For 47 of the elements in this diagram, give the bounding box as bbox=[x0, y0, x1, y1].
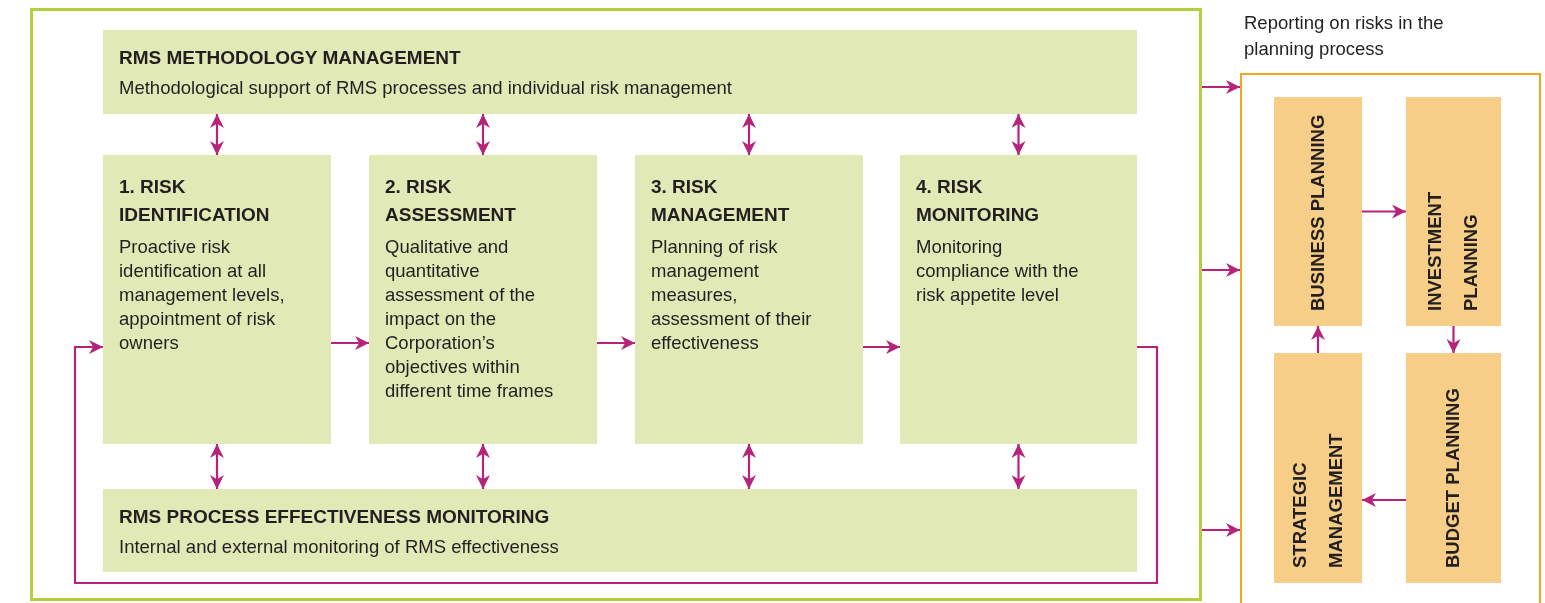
process-box bbox=[900, 155, 1137, 444]
arrow bbox=[1362, 204, 1406, 219]
arrow bbox=[1362, 493, 1406, 507]
step-title: 1. RISK IDENTIFICATION bbox=[119, 175, 271, 227]
step-description: Proactive risk identification at all management levels, appointment of risk owners bbox=[119, 235, 286, 355]
band-title: RMS PROCESS EFFECTIVENESS MONITORING bbox=[119, 504, 551, 529]
arrow bbox=[331, 336, 369, 350]
process-box bbox=[635, 155, 863, 444]
band-description: Methodological support of RMS processes and individual risk management bbox=[119, 76, 733, 100]
arrow bbox=[1202, 80, 1240, 94]
box-label: BUDGET PLANNING bbox=[1441, 386, 1464, 568]
arrow bbox=[1011, 444, 1026, 489]
arrow bbox=[863, 340, 900, 354]
process-box bbox=[369, 155, 597, 444]
step-title: 2. RISK ASSESSMENT bbox=[385, 175, 517, 227]
box-label: INVESTMENT PLANNING bbox=[1423, 190, 1482, 311]
arrow bbox=[742, 444, 756, 489]
planning-box bbox=[1405, 96, 1501, 326]
arrow bbox=[476, 114, 490, 155]
frame-border bbox=[30, 8, 1202, 601]
step-title: 3. RISK MANAGEMENT bbox=[651, 175, 791, 227]
box-label: STRATEGIC MANAGEMENT bbox=[1287, 431, 1347, 568]
group-heading: Reporting on risks in the planning process bbox=[1244, 11, 1445, 61]
planning-box bbox=[1405, 352, 1501, 583]
arrow bbox=[1311, 326, 1325, 353]
arrow bbox=[210, 444, 224, 489]
planning-box bbox=[1273, 352, 1362, 583]
arrow bbox=[210, 114, 224, 155]
band-description: Internal and external monitoring of RMS effectiveness bbox=[119, 534, 560, 559]
arrow bbox=[1446, 326, 1461, 353]
arrow bbox=[597, 336, 635, 350]
planning-box bbox=[1273, 96, 1362, 326]
arrow bbox=[476, 444, 490, 489]
process-band bbox=[103, 489, 1137, 572]
band-title: RMS METHODOLOGY MANAGEMENT bbox=[119, 46, 462, 70]
step-description: Monitoring compliance with the risk appetite level bbox=[916, 235, 1080, 307]
arrow bbox=[1202, 523, 1240, 537]
arrow bbox=[742, 114, 756, 155]
arrow bbox=[73, 340, 1159, 585]
step-title: 4. RISK MONITORING bbox=[916, 175, 1041, 227]
arrow bbox=[1202, 263, 1240, 277]
process-band bbox=[103, 30, 1137, 114]
arrow bbox=[1011, 114, 1026, 155]
step-description: Planning of risk management measures, assessment of their effectiveness bbox=[651, 235, 813, 355]
process-box bbox=[103, 155, 331, 444]
step-description: Qualitative and quantitative assessment of the impact on the Corporation’s objectives within different time frames bbox=[385, 235, 555, 403]
box-label: BUSINESS PLANNING bbox=[1305, 113, 1329, 311]
